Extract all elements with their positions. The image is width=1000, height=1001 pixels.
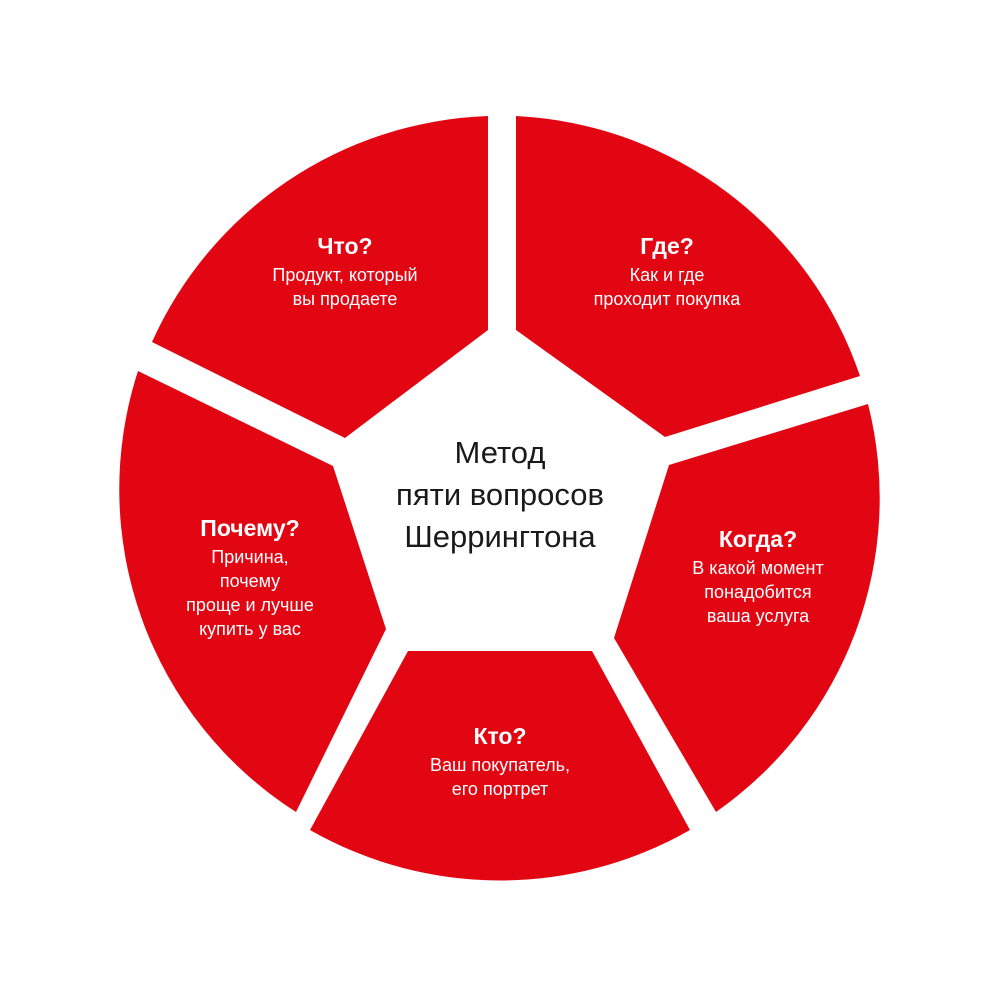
segment-when-line: понадобится	[704, 582, 812, 602]
segment-when-line: В какой момент	[692, 558, 824, 578]
segment-when-line: ваша услуга	[706, 606, 810, 626]
segment-what-question: Что?	[317, 233, 373, 259]
center-title-line: Шеррингтона	[404, 519, 596, 554]
center-title-line: Метод	[454, 435, 546, 470]
segment-when-text: Когда? В какой момент понадобится ваша у…	[692, 525, 823, 628]
segment-why-line: купить у вас	[199, 619, 301, 639]
segment-where-text: Где? Как и где проходит покупка	[594, 232, 741, 311]
segment-when	[614, 404, 880, 812]
segment-who	[310, 651, 690, 881]
segment-where-question: Где?	[640, 233, 694, 259]
segment-why	[119, 371, 387, 812]
segment-when-question: Когда?	[718, 526, 798, 552]
segment-what-line: вы продаете	[292, 289, 398, 309]
segment-what-line: Продукт, который	[272, 265, 418, 285]
segment-why-line: почему	[219, 571, 281, 591]
segment-where-line: Как и где	[629, 265, 705, 285]
segment-who-text: Кто? Ваш покупатель, его портрет	[430, 722, 570, 801]
segment-who-line: Ваш покупатель,	[430, 755, 570, 775]
center-title: Метод пяти вопросов Шеррингтона	[396, 432, 604, 558]
segment-where-line: проходит покупка	[593, 289, 741, 309]
segment-why-line: проще и лучше	[186, 595, 314, 615]
segment-why-line: Причина,	[211, 547, 289, 567]
segment-who-line: его портрет	[451, 779, 549, 799]
segment-why-question: Почему?	[200, 515, 300, 541]
segment-why-text: Почему? Причина, почему проще и лучше ку…	[186, 514, 314, 641]
segment-who-question: Кто?	[473, 723, 527, 749]
segment-what-text: Что? Продукт, который вы продаете	[272, 232, 417, 311]
segment-where	[516, 116, 860, 437]
segment-what	[152, 116, 488, 438]
center-title-line: пяти вопросов	[396, 477, 604, 512]
